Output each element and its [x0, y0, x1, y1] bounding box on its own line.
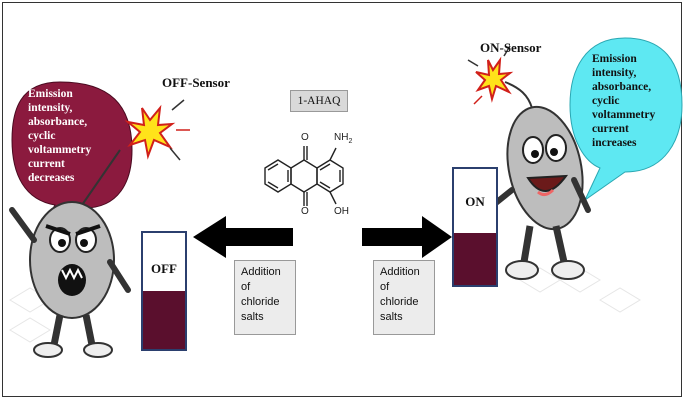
compound-label: 1-AHAQ	[290, 90, 348, 112]
amine-label: NH2	[334, 132, 352, 145]
right-arrow-note: Addition of chloride salts	[373, 260, 435, 335]
carbonyl-top-label: O	[301, 132, 309, 143]
on-gauge-fill	[454, 232, 496, 285]
on-sensor-title: ON-Sensor	[480, 40, 542, 55]
off-spark-icon	[124, 99, 190, 161]
on-spark-icon	[467, 45, 514, 105]
off-gauge-fill	[143, 291, 185, 349]
on-gauge-label: ON	[465, 194, 485, 209]
hydroxyl-label: OH	[334, 206, 349, 217]
left-arrow	[193, 216, 293, 258]
amine-label-subscript: 2	[348, 138, 353, 145]
on-bubble-text: Emission intensity, absorbance, cyclic v…	[592, 53, 656, 149]
off-sensor-title: OFF-Sensor	[162, 75, 230, 90]
off-bomb-character	[9, 149, 131, 358]
amine-label-main: NH	[334, 132, 349, 143]
off-gauge-label: OFF	[151, 261, 177, 276]
right-arrow	[362, 216, 452, 258]
anthraquinone-structure	[264, 146, 344, 206]
off-gauge: OFF	[141, 231, 187, 351]
off-bubble-text: Emission intensity, absorbance, cyclic v…	[28, 88, 92, 184]
left-arrow-note: Addition of chloride salts	[234, 260, 296, 335]
on-bomb-character	[489, 81, 591, 280]
carbonyl-bottom-label: O	[301, 206, 309, 217]
on-gauge: ON	[452, 167, 498, 287]
on-speech-bubble	[569, 37, 683, 202]
